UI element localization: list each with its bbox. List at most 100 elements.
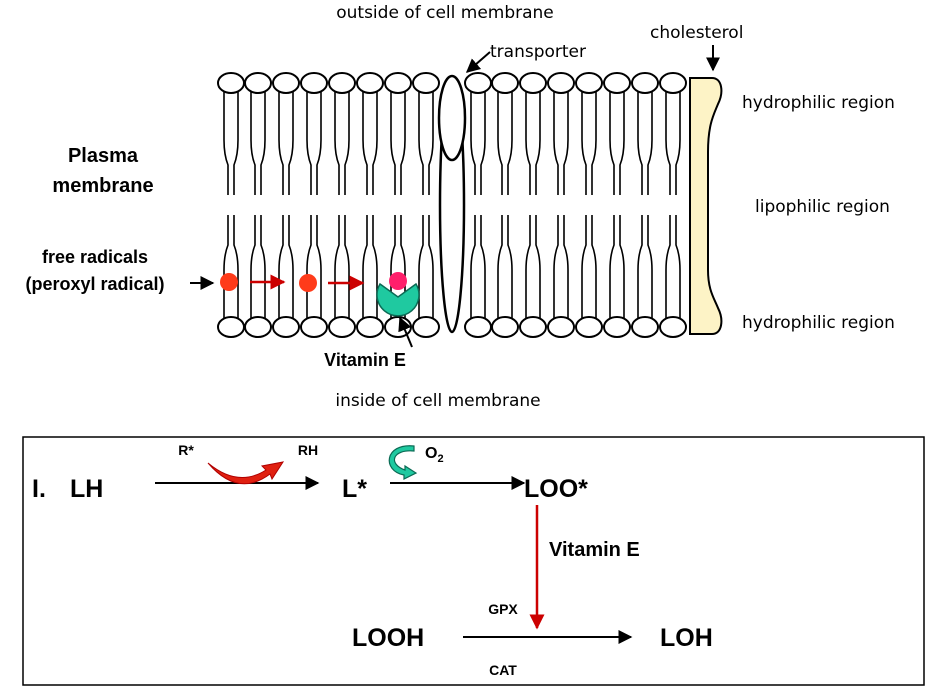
lipid-tail xyxy=(362,92,368,195)
lipid-tail xyxy=(344,215,350,318)
lipid-tail xyxy=(260,92,266,195)
vitamin-e-pointer-arrow xyxy=(398,316,413,348)
lipid-head-top xyxy=(244,72,272,94)
lipid-tail xyxy=(334,92,340,195)
lipid-tail xyxy=(344,92,350,195)
lipid-head-top xyxy=(547,72,575,94)
oxygen-uptake-arrow xyxy=(388,445,418,480)
lipid-head-top xyxy=(631,72,659,94)
scheme-o2: O2 xyxy=(425,445,444,465)
lipid-tail xyxy=(553,92,559,195)
scheme-l-star: L* xyxy=(342,475,367,503)
lipid-tail xyxy=(637,215,643,318)
lipid-tail xyxy=(581,215,587,318)
lipid-head-top xyxy=(272,72,300,94)
lipid-tail xyxy=(619,92,625,195)
lipid-tail xyxy=(362,215,368,318)
lipid-tail xyxy=(316,92,322,195)
vitamin-e-label: Vitamin E xyxy=(324,350,406,370)
scheme-roman-numeral: I. xyxy=(32,475,46,503)
lipid-head-top xyxy=(412,72,440,94)
transporter-label: transporter xyxy=(490,42,586,62)
inside-membrane-label: inside of cell membrane xyxy=(335,391,540,411)
lipid-head-bottom xyxy=(272,316,300,338)
lipid-tail xyxy=(250,92,256,195)
lipid-tail xyxy=(591,215,597,318)
scheme-rh: RH xyxy=(298,442,318,458)
reaction-scheme-box xyxy=(22,436,925,686)
peroxyl-radical-label: (peroxyl radical) xyxy=(25,274,164,294)
plasma-membrane-label-line1: Plasma xyxy=(68,145,139,167)
lipid-bilayer xyxy=(217,72,687,338)
lipid-tail xyxy=(418,215,424,318)
lipid-tail xyxy=(390,92,396,195)
lipid-tail xyxy=(400,92,406,195)
lipid-tail xyxy=(581,92,587,195)
lipid-tail xyxy=(675,215,681,318)
hydrophilic-region-bottom-label: hydrophilic region xyxy=(742,313,895,333)
lipid-tail xyxy=(637,92,643,195)
free-radical-dot-1 xyxy=(220,273,238,291)
lipid-tail xyxy=(619,215,625,318)
lipid-tail xyxy=(675,92,681,195)
lipid-tail xyxy=(497,215,503,318)
lipid-head-top xyxy=(300,72,328,94)
scheme-cat: CAT xyxy=(489,662,517,678)
lipophilic-region-label: lipophilic region xyxy=(755,197,890,217)
lipid-tail xyxy=(507,215,513,318)
free-radical-dot-2 xyxy=(299,274,317,292)
lipid-tail xyxy=(497,92,503,195)
hydrogen-abstraction-arrow xyxy=(207,461,285,485)
plasma-membrane-label-line2: membrane xyxy=(52,175,153,197)
lipid-tail xyxy=(553,215,559,318)
lipid-tail xyxy=(525,92,531,195)
lipid-tail xyxy=(223,215,229,318)
lipid-tail xyxy=(250,215,256,318)
lipid-head-top xyxy=(217,72,245,94)
transporter-head xyxy=(437,74,467,162)
lipid-tail xyxy=(609,92,615,195)
hydrophilic-region-top-label: hydrophilic region xyxy=(742,93,895,113)
lipid-head-top xyxy=(328,72,356,94)
lipid-tail xyxy=(470,215,476,318)
lipid-head-top xyxy=(384,72,412,94)
lipid-tail xyxy=(480,215,486,318)
scheme-loo-star: LOO* xyxy=(524,475,588,503)
lipid-head-bottom xyxy=(356,316,384,338)
lipid-head-bottom xyxy=(631,316,659,338)
lipid-tail xyxy=(223,92,229,195)
scheme-vitamin-e: Vitamin E xyxy=(549,539,640,561)
lipid-head-bottom xyxy=(217,316,245,338)
scheme-gpx: GPX xyxy=(488,601,518,617)
lipid-tail xyxy=(372,215,378,318)
lipid-head-bottom xyxy=(328,316,356,338)
scheme-r-star: R* xyxy=(178,442,194,458)
lipid-head-bottom xyxy=(244,316,272,338)
lipid-tail xyxy=(306,215,312,318)
lipid-tail xyxy=(390,215,396,318)
trapped-radical-dot xyxy=(389,272,407,290)
lipid-tail xyxy=(591,92,597,195)
lipid-tail xyxy=(316,215,322,318)
vitamin-e-molecule xyxy=(376,282,420,317)
lipid-tail xyxy=(525,215,531,318)
lipid-tail xyxy=(288,215,294,318)
lipid-tail xyxy=(278,215,284,318)
lipid-tail xyxy=(480,92,486,195)
lipid-head-bottom xyxy=(575,316,603,338)
lipid-tail xyxy=(470,92,476,195)
lipid-tail xyxy=(278,92,284,195)
lipid-tail xyxy=(665,215,671,318)
lipid-head-bottom xyxy=(491,316,519,338)
lipid-head-top xyxy=(519,72,547,94)
lipid-head-top xyxy=(603,72,631,94)
lipid-tail xyxy=(428,215,434,318)
lipid-tail xyxy=(647,92,653,195)
lipid-head-top xyxy=(464,72,492,94)
free-radicals-label: free radicals xyxy=(42,247,148,267)
lipid-tail xyxy=(400,215,406,318)
lipid-tail xyxy=(233,215,239,318)
lipid-tail xyxy=(535,215,541,318)
lipid-tail xyxy=(306,92,312,195)
lipid-tail xyxy=(647,215,653,318)
